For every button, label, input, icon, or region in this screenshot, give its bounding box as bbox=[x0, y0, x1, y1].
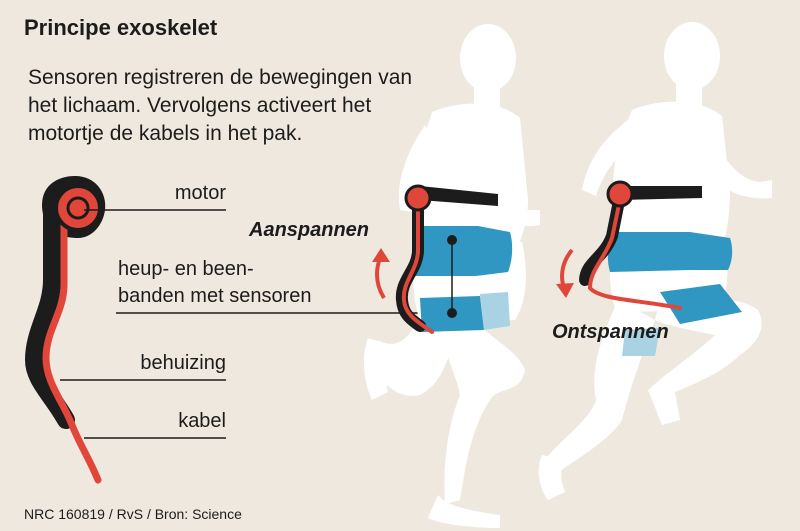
label-bands-line1: heup- en been- bbox=[118, 258, 254, 280]
source-credit: NRC 160819 / RvS / Bron: Science bbox=[24, 506, 242, 522]
label-bands-line2: banden met sensoren bbox=[118, 285, 312, 307]
intro-text: Sensoren registreren de bewegingen van h… bbox=[28, 66, 413, 145]
cable-shape bbox=[42, 204, 102, 484]
label-housing: behuizing bbox=[140, 352, 226, 374]
runner-release bbox=[538, 22, 772, 500]
label-release: Ontspannen bbox=[552, 321, 669, 343]
runner-tighten bbox=[363, 24, 540, 528]
label-motor: motor bbox=[174, 182, 226, 204]
label-tighten: Aanspannen bbox=[249, 219, 370, 241]
infographic-title: Principe exoskelet bbox=[24, 15, 218, 40]
detail-diagram bbox=[24, 176, 500, 484]
hip-band bbox=[411, 226, 480, 276]
label-cable: kabel bbox=[178, 410, 226, 432]
